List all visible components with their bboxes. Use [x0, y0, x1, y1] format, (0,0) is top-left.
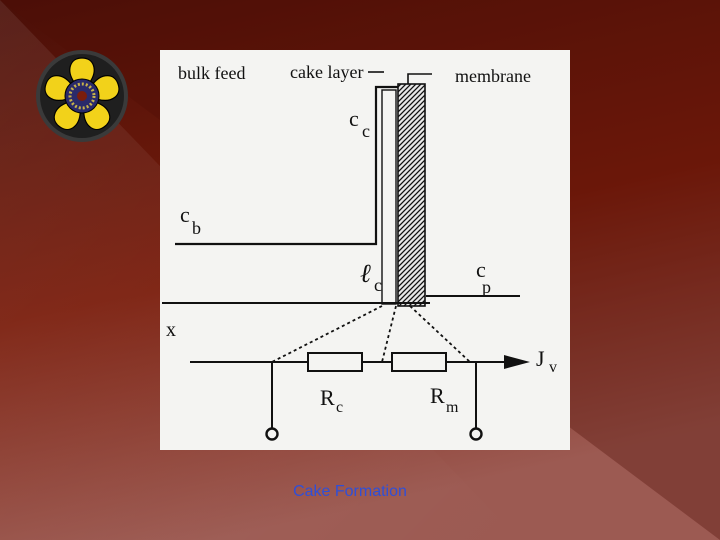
left-terminal-node [265, 427, 279, 441]
rm-label-main: R [430, 383, 445, 408]
cp-label-main: c [476, 257, 486, 282]
bulk-feed-label: bulk feed [178, 63, 245, 83]
university-sunflower-emblem-icon [36, 50, 128, 142]
jv-label-main: J [536, 346, 545, 371]
lc-label-main: ℓ [360, 259, 371, 288]
x-axis-label: x [166, 319, 176, 341]
cake-formation-diagram: bulk feed cake layer membrane c c c b ℓ … [160, 50, 570, 450]
rm-label-sub: m [446, 399, 459, 416]
cake-layer-label: cake layer [290, 62, 363, 82]
projection-dotted-lines [271, 305, 471, 363]
slide-caption: Cake Formation [293, 483, 407, 500]
rc-label-main: R [320, 385, 335, 410]
cb-label-main: c [180, 202, 190, 227]
cc-label-main: c [349, 106, 359, 131]
diagram-panel [160, 50, 570, 450]
membrane-block [397, 83, 426, 307]
membrane-resistance-resistor [391, 352, 447, 372]
lc-label-sub: c [374, 275, 382, 295]
membrane-leader [407, 73, 432, 84]
membrane-label: membrane [455, 66, 531, 86]
right-terminal-node [469, 427, 483, 441]
flux-arrow-icon [504, 355, 530, 369]
cc-label-sub: c [362, 121, 370, 141]
cake-layer-block [381, 89, 397, 305]
rc-label-sub: c [336, 399, 343, 416]
cp-label-sub: p [482, 277, 491, 297]
cb-label-sub: b [192, 218, 201, 238]
cake-resistance-resistor [307, 352, 363, 372]
concentration-profile-line [175, 85, 398, 246]
jv-label-sub: v [549, 359, 557, 376]
